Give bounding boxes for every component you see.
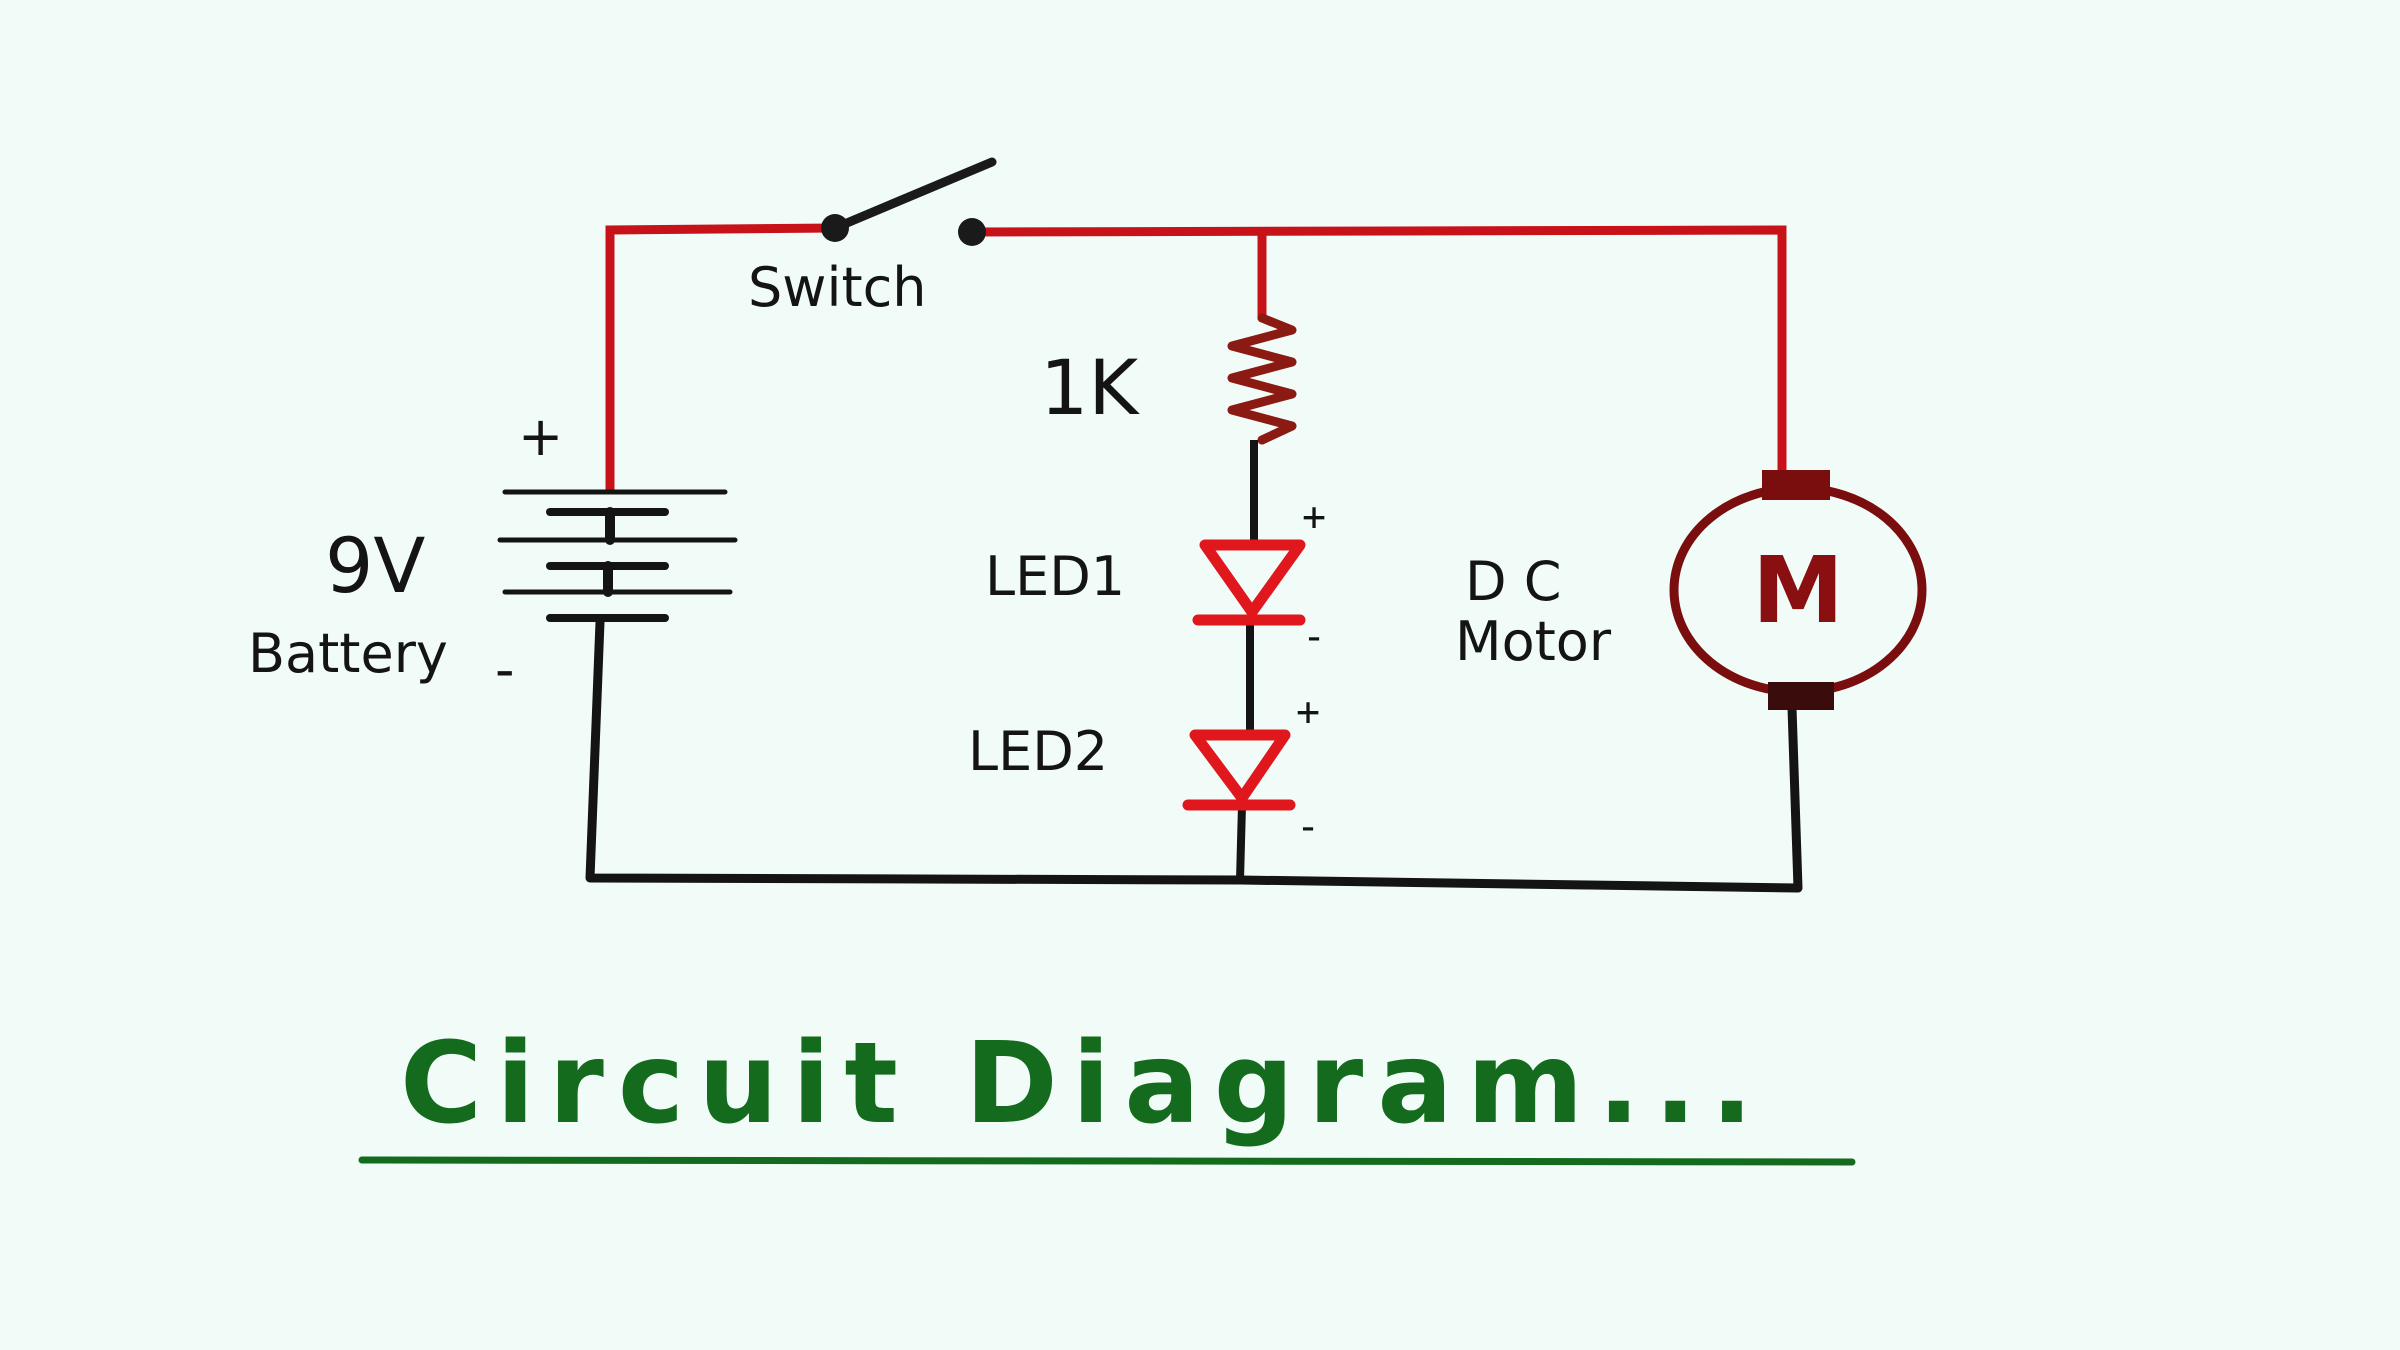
switch-contact-right: [958, 218, 986, 246]
switch-contact-left: [821, 214, 849, 242]
positive-wiring: [605, 223, 1787, 495]
led2: [1182, 729, 1296, 811]
motor-symbol: M: [1752, 537, 1844, 644]
battery-label: Battery: [248, 622, 448, 685]
led2-minus-sign: -: [1296, 804, 1320, 850]
led2-label: LED2: [968, 720, 1108, 783]
battery-voltage-label: 9V: [325, 521, 425, 610]
wire-led2-to-ground: [1236, 804, 1246, 881]
led1-minus-sign: -: [1302, 614, 1326, 660]
led1: [1192, 539, 1306, 626]
wire-switch-to-motor: [967, 225, 1787, 475]
led1-plus-sign: +: [1302, 494, 1326, 540]
resistor-zigzag: [1227, 313, 1297, 445]
diagram-title: Circuit Diagram...: [400, 1019, 1767, 1149]
resistor-label: 1K: [1040, 343, 1140, 432]
switch-lever: [830, 157, 997, 233]
battery-plus-sign: +: [518, 405, 563, 468]
resistor: [1227, 313, 1297, 445]
title-underline: [358, 1156, 1856, 1166]
motor-terminal-bottom: [1768, 682, 1834, 710]
battery: [497, 489, 738, 622]
switch: [821, 157, 997, 246]
led1-label: LED1: [985, 545, 1125, 608]
motor-terminal-top: [1762, 470, 1830, 500]
motor-label-line1: D C: [1465, 550, 1561, 613]
led2-triangle: [1189, 729, 1291, 804]
wire-ground-loop: [585, 617, 1803, 893]
led1-triangle: [1199, 539, 1306, 618]
battery-minus-sign: -: [495, 638, 515, 701]
negative-wiring: [585, 617, 1803, 893]
led2-plus-sign: +: [1296, 689, 1320, 735]
center-branch-wiring: [1236, 440, 1258, 881]
wire-battery-to-switch: [605, 223, 840, 495]
dc-motor: M: [1669, 470, 1927, 710]
motor-label-line2: Motor: [1455, 610, 1612, 673]
switch-label: Switch: [748, 256, 927, 319]
